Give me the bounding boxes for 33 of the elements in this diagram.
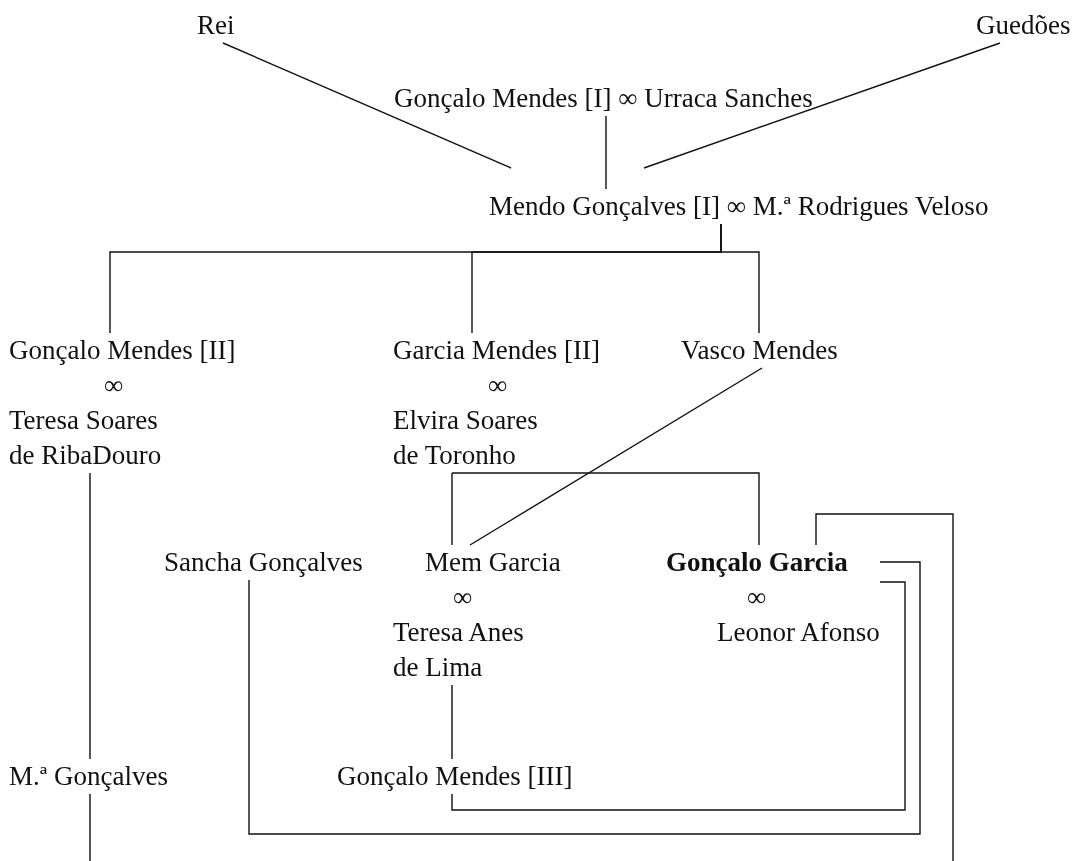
person-name: Teresa Anes de Lima [393,616,525,684]
person-name: Mem Garcia [425,546,561,579]
family-name: Guedões [976,8,1071,43]
connector-line [451,472,453,546]
person-name: Teresa Soares de RibaDouro [9,404,163,472]
connector-line [451,581,906,811]
person-name: Elvira Soares de Toronho [393,404,539,472]
connector-line [643,42,1001,169]
marriage-symbol: ∞ [488,369,508,402]
person-name: Gonçalo Mendes [III] [337,759,573,794]
lineage-line [89,793,91,861]
family-name: Rei [197,8,235,43]
connector-line [720,223,760,334]
person-name: Gonçalo Garcia [666,546,848,579]
person-name: M.ª Gonçalves [9,759,168,794]
lineage-line [815,513,954,861]
person-name: Garcia Mendes [II] [393,334,600,367]
connector-line [469,367,763,546]
person-name: Gonçalo Mendes [II] [9,334,236,367]
connector-line [451,684,453,760]
connector-line [248,561,921,835]
marriage-symbol: ∞ [104,369,124,402]
connector-line [451,472,760,546]
connector-line [605,115,607,190]
connector-line [89,472,91,760]
person-name: Leonor Afonso [717,616,880,649]
person-name: Sancha Gonçalves [164,545,363,580]
couple-names: Mendo Gonçalves [I] ∞ M.ª Rodrigues Veloso [489,189,989,224]
couple-names: Gonçalo Mendes [I] ∞ Urraca Sanches [394,81,813,116]
marriage-symbol: ∞ [747,581,767,614]
marriage-symbol: ∞ [453,581,473,614]
person-name: Vasco Mendes [681,333,838,368]
connector-line [222,42,512,169]
